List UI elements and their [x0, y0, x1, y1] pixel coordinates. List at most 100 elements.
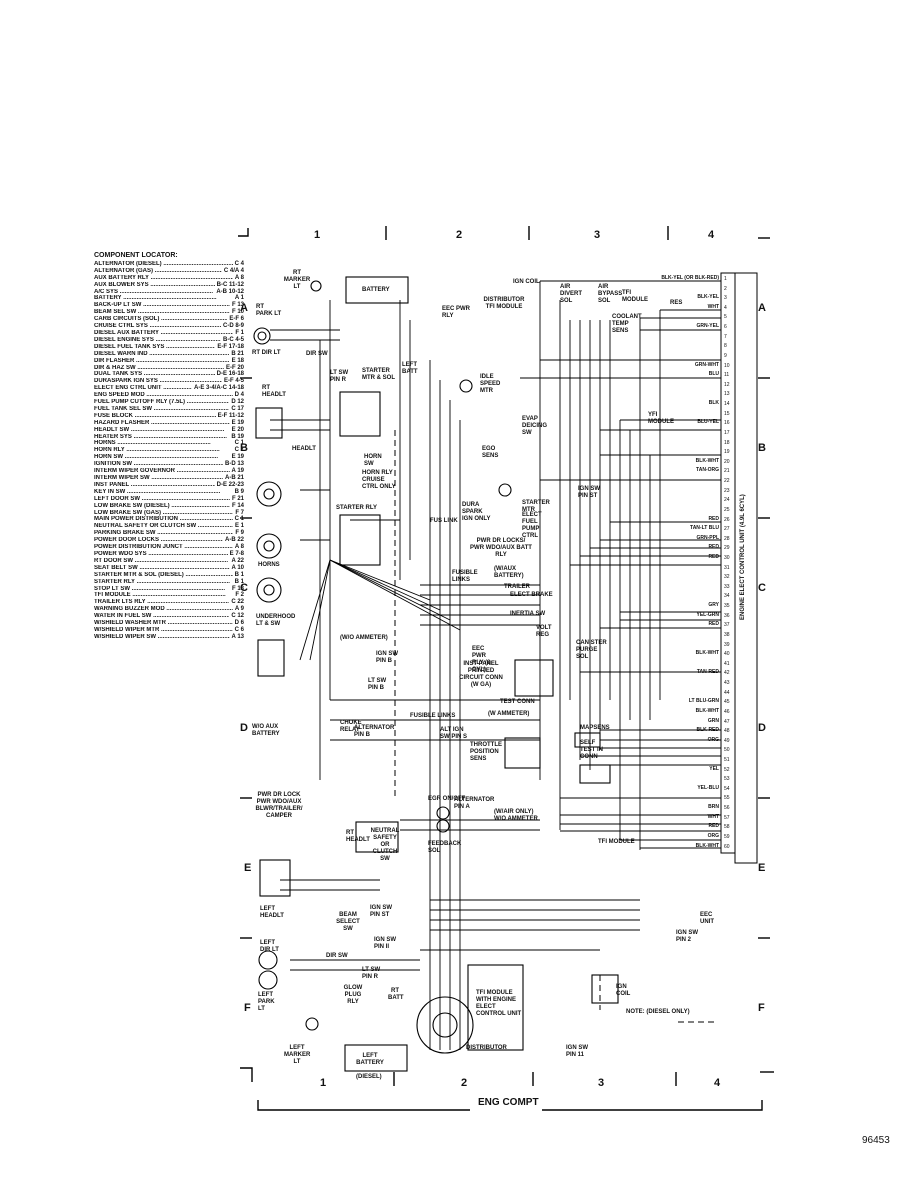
locator-item-ref: F 21: [231, 495, 244, 502]
ecu-wire-color: RED: [708, 553, 719, 560]
horn-rly-label: HORN RLY CRUISE CTRL ONLY: [362, 470, 396, 490]
test-conn-label: TEST CONN: [500, 699, 535, 705]
ecu-pin-number: 14: [724, 401, 730, 408]
pwr-dr-locks-label: PWR DR LOCKS/ PWR WDO/AUX BATT RLY: [470, 538, 532, 558]
ecu-pin-number: 30: [724, 554, 730, 561]
starter-mtr-label: STARTER MTR & SOL: [362, 368, 395, 381]
diesel-label: (DIESEL): [356, 1074, 382, 1080]
ecu-pin-number: 49: [724, 737, 730, 744]
locator-item-name: INTERM WIPER GOVERNOR: [94, 468, 230, 475]
ecu-pin-number: 12: [724, 381, 730, 388]
starter-mtr2-label: STARTER MTR: [522, 500, 550, 513]
locator-item-name: FUEL PUMP CUTOFF RLY (7.5L): [94, 399, 229, 406]
locator-item-name: STARTER RLY: [94, 579, 233, 586]
locator-row: DURASPARK IGN SYSE-F 4-5: [94, 378, 244, 385]
locator-item-name: KEY IN SW: [94, 489, 233, 496]
ecu-pin-number: 3: [724, 295, 727, 302]
locator-row: RT DOOR SWA 22: [94, 558, 244, 565]
locator-item-ref: C 12: [231, 613, 244, 620]
locator-item-name: HAZARD FLASHER: [94, 420, 230, 427]
ecu-pin-number: 31: [724, 564, 730, 571]
eec-pwr-rly-label: EEC PWR RLY: [442, 306, 471, 319]
ecu-pin-number: 8: [724, 343, 727, 350]
locator-item-name: HORNS: [94, 440, 233, 447]
locator-item-name: ENG SPEED MOD: [94, 392, 233, 399]
locator-item-name: IGNITION SW: [94, 461, 223, 468]
locator-row: DIESEL ENGINE SYSB-C 4-5: [94, 337, 244, 344]
ecu-pin-number: 22: [724, 478, 730, 485]
fus-link-label: FUS LINK: [430, 518, 458, 524]
ecu-pin-number: 60: [724, 843, 730, 850]
locator-row: IGNITION SWB-D 13: [94, 461, 244, 468]
ecu-pin-number: 2: [724, 285, 727, 292]
locator-item-ref: E-F 6: [229, 316, 244, 323]
locator-row: LEFT DOOR SWF 21: [94, 496, 244, 503]
fusible-links-label: FUSIBLE LINKS: [452, 570, 478, 583]
locator-item-name: CRUISE CTRL SYS: [94, 323, 221, 330]
ecu-wire-color: BLU-YEL: [697, 419, 719, 426]
locator-row: FUSE BLOCKE-F 11-12: [94, 413, 244, 420]
locator-item-name: DIR & HAZ SW: [94, 365, 224, 372]
ecu-wire-color: YEL-GRN: [696, 611, 720, 618]
eec-pwr-rly2-label: EEC PWR RLY (8 CYL): [472, 646, 491, 673]
locator-row: DIR FLASHERE 18: [94, 358, 244, 365]
locator-row: W/SHIELD WASHER MTRD 6: [94, 620, 244, 627]
locator-row: A/C SYSA-B 10-12: [94, 289, 244, 296]
ecu-wire-color: BLK-WHT: [695, 457, 719, 464]
ecu-pin-number: 50: [724, 747, 730, 754]
locator-item-ref: C 4: [234, 260, 244, 267]
ign-sw-pin2-label: IGN SW PIN 2: [676, 930, 698, 943]
air-divert-sol-label: AIR DIVERT SOL: [560, 284, 583, 304]
locator-item-ref: B 19: [231, 433, 244, 440]
locator-item-ref: F 13: [231, 302, 244, 309]
locator-item-name: DURASPARK IGN SYS: [94, 378, 222, 385]
ecu-wire-color: BLU: [708, 371, 719, 378]
locator-item-ref: D-E 16-18: [216, 371, 244, 378]
choke-relay-label: CHOKE RELAY: [340, 720, 362, 733]
ign-sw-pin-11-label: IGN SW PIN 11: [566, 1045, 588, 1058]
left-park-lt-label: LEFT PARK LT: [258, 992, 275, 1012]
locator-row: POWER DOOR LOCKSA-B 22: [94, 537, 244, 544]
ecu-pin-number: 59: [724, 833, 730, 840]
locator-item-ref: E-F 17-18: [217, 343, 244, 350]
locator-item-name: BEAM SEL SW: [94, 309, 230, 316]
locator-item-name: W/SHIELD WIPER SW: [94, 634, 230, 641]
locator-row: STARTER MTR & SOL (DIESEL)B 1: [94, 572, 244, 579]
ecu-wire-color: BLK-WHT: [695, 650, 719, 657]
rt-dir-lt-label: RT DIR LT: [252, 350, 281, 356]
locator-row: WATER IN FUEL SWC 12: [94, 613, 244, 620]
ecu-pin-number: 57: [724, 814, 730, 821]
locator-item-ref: E-F 4-5: [223, 378, 244, 385]
res-label: RES: [670, 300, 683, 306]
locator-row: DIESEL AUX BATTERYF 1: [94, 330, 244, 337]
alternator-pin-a-label: ALTERNATOR PIN A: [454, 797, 495, 810]
ecu-pin-number: 19: [724, 449, 730, 456]
locator-item-ref: D 4: [234, 392, 244, 399]
ecu-wire-color: BLK: [708, 400, 719, 407]
locator-item-name: ELECT ENG CTRL UNIT: [94, 385, 192, 392]
ecu-pin-number: 11: [724, 372, 730, 379]
locator-row: HORNSC 1: [94, 440, 244, 447]
locator-item-ref: A 9: [234, 606, 244, 613]
locator-item-ref: E 19: [231, 419, 244, 426]
ecu-wire-color: BLK-RED: [696, 727, 720, 734]
ecu-wire-color: TAN-RED: [696, 669, 719, 676]
locator-item-ref: B-D 13: [224, 461, 244, 468]
locator-row: TFI MODULEF 2: [94, 592, 244, 599]
locator-row: STOP LT SWF 13: [94, 586, 244, 593]
ecu-pin-number: 35: [724, 603, 730, 610]
ecu-pin-number: 36: [724, 612, 730, 619]
w-o-aux-battery-label: W/O AUX BATTERY: [252, 724, 280, 737]
ign-sw-pin-st2-label: IGN SW PIN ST: [370, 905, 392, 918]
ecu-wire-color: GRY: [708, 602, 719, 609]
footer-label: ENG COMPT: [475, 1097, 542, 1108]
ecu-pin-number: 32: [724, 574, 730, 581]
locator-item-name: W/SHIELD WASHER MTR: [94, 620, 233, 627]
ecu-wire-color: BLK-WHT: [695, 707, 719, 714]
locator-item-name: POWER DOOR LOCKS: [94, 537, 223, 544]
ecu-pin-number: 18: [724, 439, 730, 446]
locator-row: BACK-UP LT SWF 13: [94, 302, 244, 309]
locator-item-name: W/SHIELD WIPER MTR: [94, 627, 233, 634]
tfi-eec-label: TFI MODULE WITH ENGINE ELECT CONTROL UNI…: [476, 990, 522, 1017]
